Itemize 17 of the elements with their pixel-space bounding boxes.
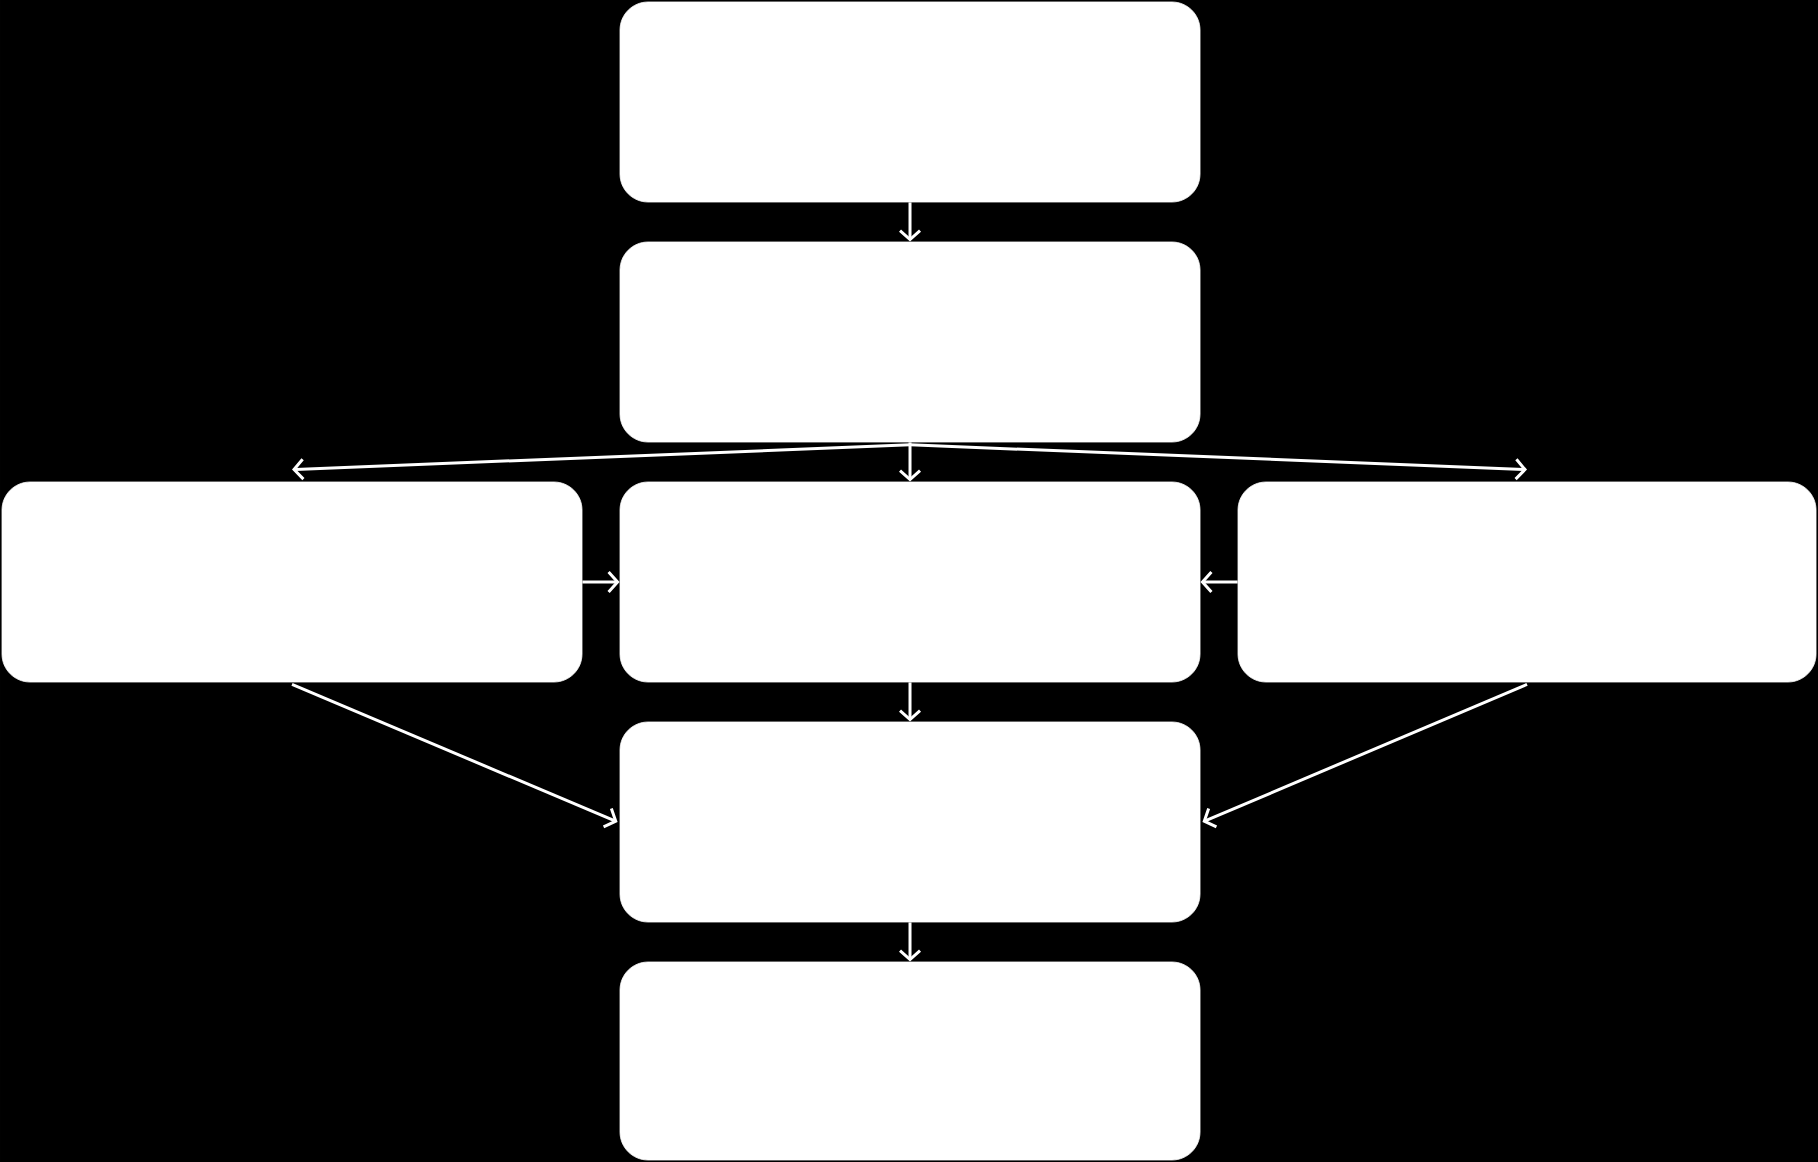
process-box — [619, 961, 1201, 1161]
arrow — [582, 571, 620, 593]
process-box — [619, 241, 1201, 443]
arrow — [899, 922, 922, 962]
arrow — [1200, 571, 1238, 593]
process-box — [1, 481, 583, 683]
arrow — [899, 682, 922, 722]
arrow — [1202, 683, 1528, 829]
process-box — [1237, 481, 1817, 683]
process-box — [619, 721, 1201, 923]
process-box — [619, 481, 1201, 683]
arrow — [291, 683, 618, 829]
arrow — [292, 443, 911, 481]
arrow — [899, 202, 922, 242]
arrow — [899, 442, 922, 482]
process-box — [619, 1, 1201, 203]
arrow — [909, 443, 1528, 481]
